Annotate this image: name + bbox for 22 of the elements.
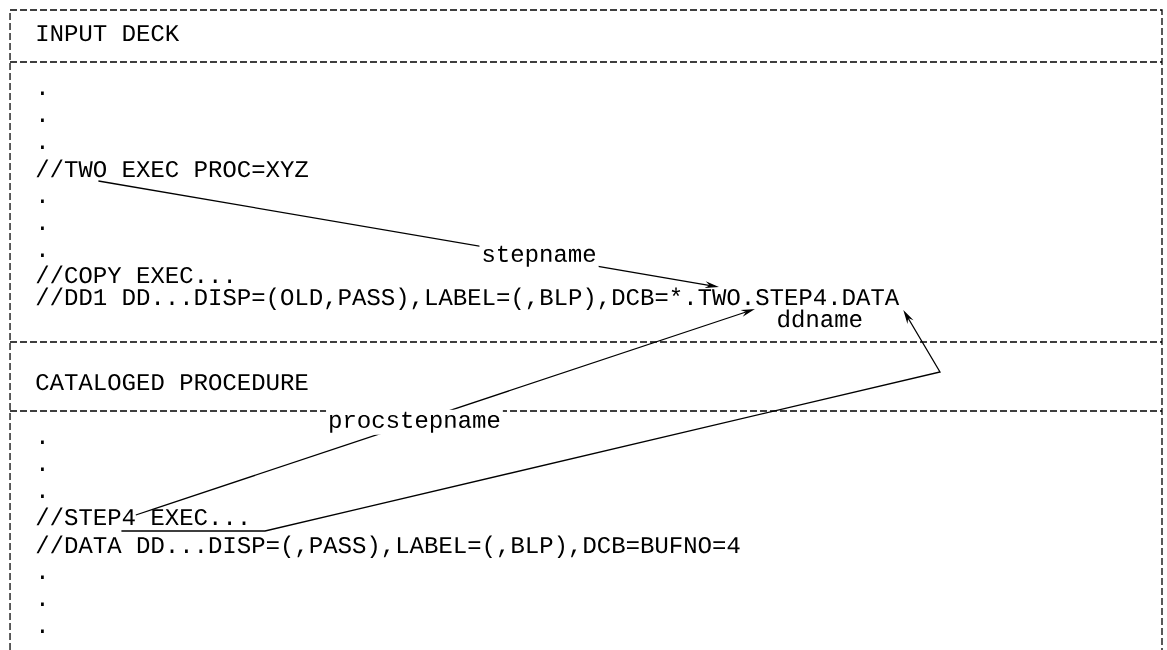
ellipsis-dot: .	[41, 440, 44, 444]
code-line: //STEP4 EXEC...	[36, 507, 246, 526]
ellipsis-dot: .	[41, 226, 44, 230]
ellipsis-dot: .	[41, 199, 44, 203]
ellipsis-dot: .	[41, 602, 44, 606]
ellipsis-dot: .	[41, 118, 44, 122]
code-line: //TWO EXEC PROC=XYZ	[36, 159, 308, 178]
ellipsis-dot: .	[41, 145, 44, 149]
code-line: //DD1 DD...DISP=(OLD,PASS),LABEL=(,BLP),DCB=*.TWO.STEP4.DATA	[36, 287, 900, 310]
code-line: //DATA DD...DISP=(,PASS),LABEL=(,BLP),DCB=BUFNO=4	[36, 535, 740, 558]
ellipsis-dot: .	[41, 629, 44, 633]
ellipsis-dot: .	[41, 467, 44, 471]
code-line: //COPY EXEC...	[36, 265, 231, 284]
ellipsis-dot: .	[41, 494, 44, 498]
edge-label: stepname	[479, 243, 599, 269]
section-heading: INPUT DECK	[37, 24, 180, 42]
ellipsis-dot: .	[41, 91, 44, 95]
ellipsis-dot: .	[41, 253, 44, 257]
edge-label: ddname	[774, 307, 865, 330]
edge-label: procstepname	[326, 409, 503, 435]
section-heading: CATALOGED PROCEDURE	[36, 373, 308, 391]
ellipsis-dot: .	[41, 575, 44, 579]
